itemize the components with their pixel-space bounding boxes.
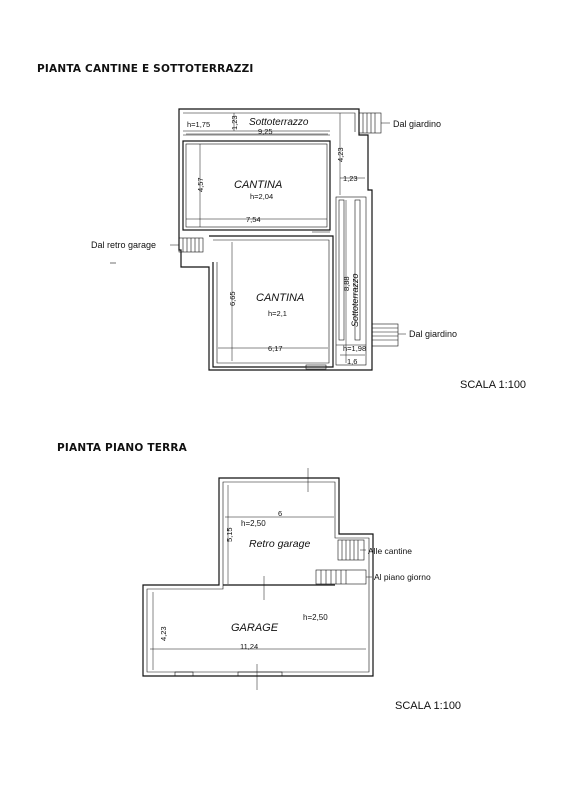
label-d123-a: 1,23 [230,115,239,130]
label-h198: h=1,98 [343,344,366,353]
annotation-dal-giardino-2: Dal giardino [409,329,457,339]
room-sottoterrazzo-top: Sottoterrazzo [249,117,309,128]
label-d665: 6,65 [228,291,237,306]
room-cantina-1: CANTINA [234,179,282,191]
label-d888: 8,88 [342,276,351,291]
label-cantina-2-h: h=2,1 [268,309,287,318]
label-h250-a: h=2,50 [241,519,266,528]
ground-plan-heading: PIANTA PIANO TERRA [57,442,187,454]
label-d1124: 11,24 [240,642,258,651]
label-d515: 5,15 [225,527,234,542]
label-h175: h=1,75 [187,120,210,129]
ground-outer-wall [142,477,374,677]
upper-plan-scale: SCALA 1:100 [460,379,527,391]
label-d754: 7,54 [246,215,261,224]
garage-window-2 [237,671,283,677]
side-sottoterrazzo-column-2 [354,199,361,341]
room-sottoterrazzo-side: Sottoterrazzo [350,273,360,327]
label-g423: 4,23 [159,626,168,641]
cantina-1-inner [185,143,328,228]
annotation-al-piano-giorno: Al piano giorno [374,572,431,582]
ground-plan-scale: SCALA 1:100 [395,700,462,712]
label-d6: 6 [278,509,282,518]
ground-floor-plan: 6 h=2,50 5,15 Retro garage h=2,50 GARAGE… [142,468,431,690]
garage-window-1 [174,671,194,677]
side-sottoterrazzo-column-1 [338,199,345,341]
room-retro-garage: Retro garage [249,538,310,550]
label-d457: 4,57 [196,177,205,192]
annotation-alle-cantine: Alle cantine [368,546,412,556]
stairs-al-piano-giorno [315,569,367,585]
annotation-dal-giardino-1: Dal giardino [393,119,441,129]
label-d617: 6,17 [268,344,283,353]
annotation-dal-retro-garage: Dal retro garage [91,240,156,250]
ground-outer-wall-inner [146,481,370,673]
cantina-2-walls [209,235,334,368]
label-d423: 4,23 [336,147,345,162]
upper-plan-heading: PIANTA CANTINE E SOTTOTERRAZZI [37,63,254,75]
room-cantina-2: CANTINA [256,292,304,304]
label-d16: 1,6 [347,357,357,366]
upper-outer-wall-inner-line [183,112,356,132]
stairs-dal-giardino-2 [371,323,399,347]
stairs-dal-giardino-1 [358,112,382,134]
cantina-1-walls [182,140,331,231]
label-h250-b: h=2,50 [303,613,328,622]
upper-floor-plan: h=1,75 1,23 Sottoterrazzo 9,25 4,23 1,23… [91,108,457,371]
cantina-2-inner [213,239,330,364]
upper-outer-wall [178,108,373,371]
stairs-dal-retro-garage [178,237,204,253]
label-d925: 9,25 [258,127,273,136]
cantina-2-window [305,364,327,370]
side-sottoterrazzo [335,196,367,366]
label-d123-b: 1,23 [343,174,358,183]
room-garage: GARAGE [231,622,279,634]
label-cantina-1-h: h=2,04 [250,192,273,201]
stairs-alle-cantine [337,539,365,561]
